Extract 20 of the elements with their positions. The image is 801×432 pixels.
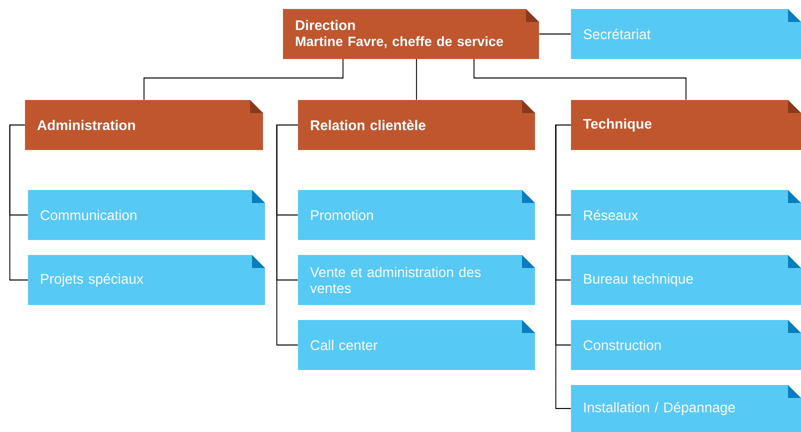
- department-box: Administration: [25, 100, 263, 150]
- department-box: Relation clientèle: [298, 100, 535, 150]
- connector-line: [144, 58, 344, 100]
- unit-box: Call center: [298, 320, 535, 370]
- department-box: Technique: [571, 100, 801, 150]
- connector-line: [416, 58, 417, 100]
- connector-line: [474, 58, 686, 100]
- connector-line: [276, 124, 298, 346]
- connector-line: [9, 124, 28, 280]
- unit-box: Réseaux: [571, 190, 801, 240]
- unit-box: Communication: [28, 190, 265, 240]
- unit-box: Bureau technique: [571, 255, 801, 305]
- unit-box: Vente et administration des ventes: [298, 255, 535, 305]
- unit-box: Secrétariat: [571, 9, 801, 59]
- unit-box: Projets spéciaux: [28, 255, 265, 305]
- department-box: Direction Martine Favre, cheffe de service: [283, 9, 539, 59]
- unit-box: Installation / Dépannage: [571, 385, 801, 432]
- connector-line: [555, 124, 572, 409]
- unit-box: Construction: [571, 320, 801, 370]
- unit-box: Promotion: [298, 190, 535, 240]
